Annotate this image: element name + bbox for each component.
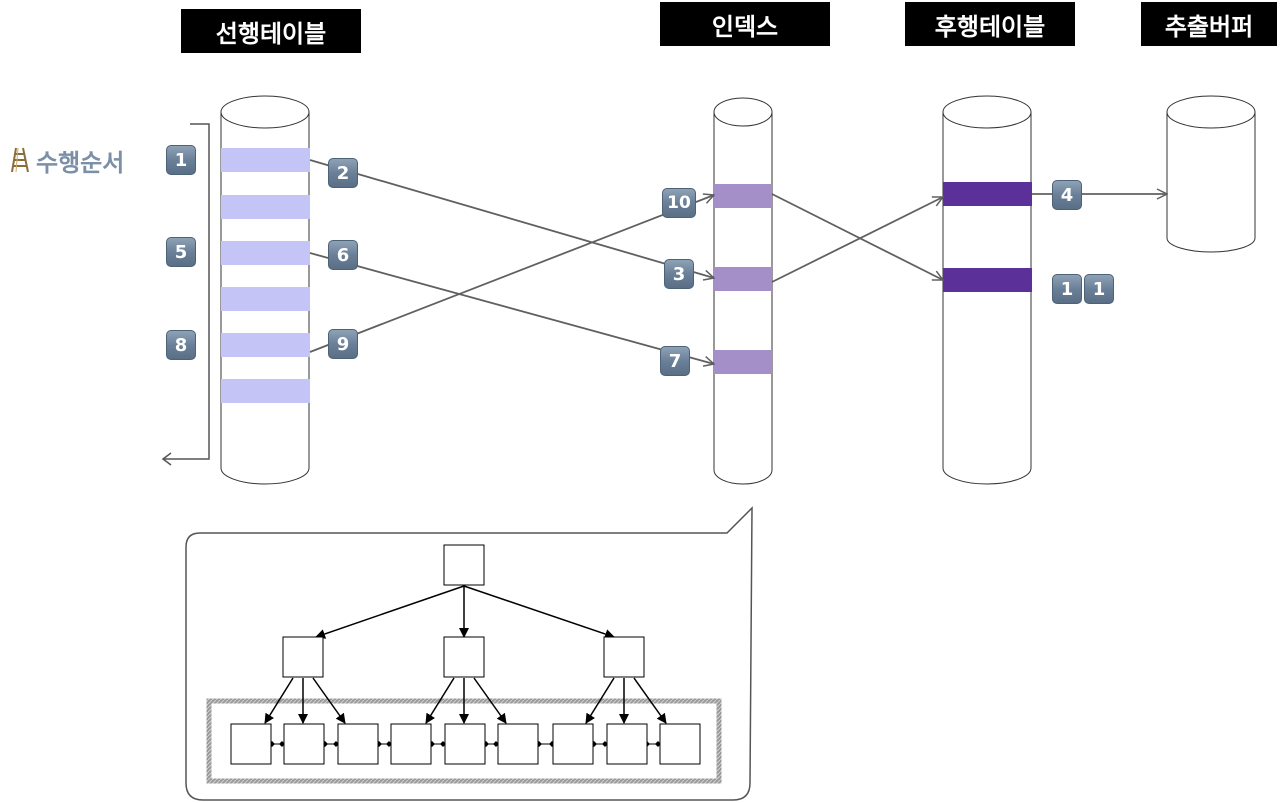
step-badge-4: 4 bbox=[1052, 180, 1082, 210]
index-cylinder bbox=[713, 97, 773, 485]
btree-leaf-node-5 bbox=[444, 723, 486, 765]
arrow-outer1-to-index2 bbox=[309, 159, 714, 278]
ladder-icon bbox=[11, 147, 29, 173]
btree-branch-node-1 bbox=[282, 636, 324, 678]
arrow-outer3-to-index3 bbox=[309, 252, 714, 364]
index-entry-2 bbox=[714, 267, 772, 291]
outer-row-3 bbox=[221, 241, 310, 265]
outer-table-header: 선행테이블 bbox=[181, 9, 361, 53]
step-badge-6: 6 bbox=[328, 240, 358, 270]
btree-leaf-node-4 bbox=[390, 723, 432, 765]
inner-row-2 bbox=[943, 268, 1032, 292]
inner-table-cylinder bbox=[942, 95, 1032, 485]
btree-leaf-node-9 bbox=[659, 723, 701, 765]
step-badge-3: 3 bbox=[664, 259, 694, 289]
inner-table-header: 후행테이블 bbox=[905, 2, 1075, 46]
step-badge-1: 1 bbox=[166, 145, 196, 175]
index-btree-callout bbox=[185, 506, 753, 801]
access-path-arrows bbox=[309, 159, 1167, 364]
output-buffer-cylinder bbox=[1166, 95, 1256, 253]
index-entry-1 bbox=[714, 184, 772, 208]
outer-row-6 bbox=[221, 379, 310, 403]
execution-order-label: 수행순서 bbox=[10, 142, 124, 178]
output-buffer-header: 추출버퍼 bbox=[1141, 2, 1277, 46]
arrow-index1-to-inner2 bbox=[771, 193, 943, 281]
btree-leaf-node-3 bbox=[337, 723, 379, 765]
outer-row-1 bbox=[221, 148, 310, 172]
index-header: 인덱스 bbox=[660, 2, 830, 46]
btree-leaf-node-1 bbox=[230, 723, 272, 765]
step-badge-7: 7 bbox=[660, 346, 690, 376]
step-badge-11-ones: 1 bbox=[1084, 274, 1114, 304]
outer-table-cylinder bbox=[220, 95, 310, 485]
execution-order-bracket bbox=[161, 123, 210, 466]
execution-order-text: 수행순서 bbox=[36, 148, 125, 177]
btree-branch-node-3 bbox=[603, 636, 645, 678]
outer-row-2 bbox=[221, 195, 310, 219]
step-badge-9: 9 bbox=[328, 329, 358, 359]
step-badge-2: 2 bbox=[328, 158, 358, 188]
btree-leaf-node-6 bbox=[497, 723, 539, 765]
index-entry-3 bbox=[714, 350, 772, 374]
outer-row-4 bbox=[221, 287, 310, 311]
step-badge-5: 5 bbox=[166, 237, 196, 267]
step-badge-11-tens: 1 bbox=[1052, 274, 1082, 304]
outer-row-5 bbox=[221, 333, 310, 357]
btree-branch-node-2 bbox=[443, 636, 485, 678]
arrow-outer5-to-index1 bbox=[309, 195, 714, 353]
arrow-index2-to-inner1 bbox=[771, 196, 943, 283]
btree-leaf-node-8 bbox=[606, 723, 648, 765]
step-badge-10: 10 bbox=[662, 188, 696, 218]
step-badge-8: 8 bbox=[166, 330, 196, 360]
btree-leaf-node-2 bbox=[283, 723, 325, 765]
btree-root-node bbox=[443, 544, 485, 586]
inner-row-1 bbox=[943, 182, 1032, 206]
btree-leaf-node-7 bbox=[552, 723, 594, 765]
